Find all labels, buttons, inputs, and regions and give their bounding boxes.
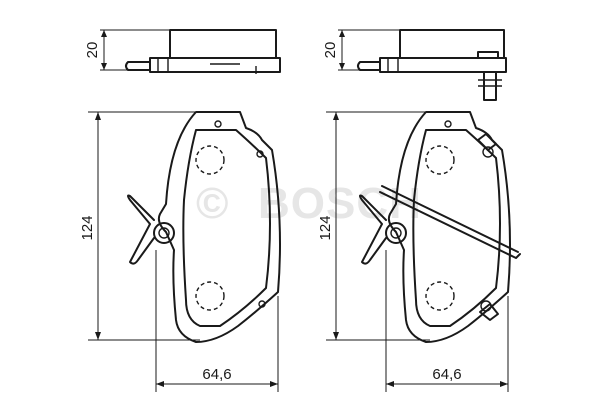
left-thickness-label: 20 xyxy=(84,42,101,59)
left-dashed-circle-top xyxy=(195,145,225,175)
left-friction-outline xyxy=(182,129,271,327)
left-width-arrow-right xyxy=(270,381,278,387)
right-dashed-circle-bottom xyxy=(425,281,455,311)
right-backing-plate-outline xyxy=(387,111,511,343)
right-height-arrow-top xyxy=(333,112,339,120)
left-hole-right xyxy=(256,150,264,158)
right-hole-top xyxy=(444,120,452,128)
left-friction-block xyxy=(169,29,277,59)
left-height-label: 124 xyxy=(79,215,96,240)
right-thickness-arrow-top xyxy=(339,30,345,37)
right-pin-inner xyxy=(390,227,402,239)
right-friction-outline xyxy=(412,129,501,327)
left-thickness-arrow-top xyxy=(101,30,107,37)
right-sensor-hole-top xyxy=(482,146,494,158)
right-sensor-wire-line1 xyxy=(381,185,519,253)
watermark-copyright: © xyxy=(196,179,229,228)
right-thickness-label: 20 xyxy=(322,42,339,59)
left-height-arrow-top xyxy=(95,112,101,120)
left-height-arrow-bottom xyxy=(95,332,101,340)
right-width-arrow-left xyxy=(386,381,394,387)
left-pin-inner xyxy=(158,227,170,239)
left-hole-top xyxy=(214,120,222,128)
watermark: © BOSCH xyxy=(196,179,422,228)
right-front-view: 124 64,6 xyxy=(317,111,521,392)
right-sensor-clip-top xyxy=(477,133,497,151)
left-width-label: 64,6 xyxy=(202,366,231,383)
right-sensor-mount xyxy=(477,51,499,59)
left-front-view: 124 64,6 xyxy=(79,111,281,392)
right-pin-outer xyxy=(385,222,407,244)
left-pin-outer xyxy=(153,222,175,244)
right-width-arrow-right xyxy=(500,381,508,387)
right-sensor-hole-bottom xyxy=(480,300,492,312)
right-dashed-circle-top xyxy=(425,145,455,175)
right-side-view: 20 xyxy=(322,29,507,101)
left-hole-bottom xyxy=(258,300,266,308)
right-width-label: 64,6 xyxy=(432,366,461,383)
left-side-view: 20 xyxy=(84,29,281,74)
right-spring-wire xyxy=(359,194,387,265)
left-dashed-circle-bottom xyxy=(195,281,225,311)
right-thickness-arrow-bottom xyxy=(339,63,345,70)
right-height-label: 124 xyxy=(317,215,334,240)
left-width-arrow-left xyxy=(156,381,164,387)
left-spring-wire xyxy=(127,194,155,265)
left-backing-plate xyxy=(149,57,281,73)
right-spring-clip xyxy=(357,61,381,71)
left-backing-plate-outline xyxy=(157,111,281,343)
right-height-arrow-bottom xyxy=(333,332,339,340)
left-thickness-arrow-bottom xyxy=(101,63,107,70)
right-friction-block xyxy=(399,29,505,59)
left-spring-clip xyxy=(125,61,151,71)
right-sensor-wire-line2 xyxy=(379,191,521,259)
right-sensor-clip-bottom xyxy=(479,303,499,321)
watermark-brand: BOSCH xyxy=(258,179,422,228)
right-backing-plate xyxy=(379,57,507,73)
